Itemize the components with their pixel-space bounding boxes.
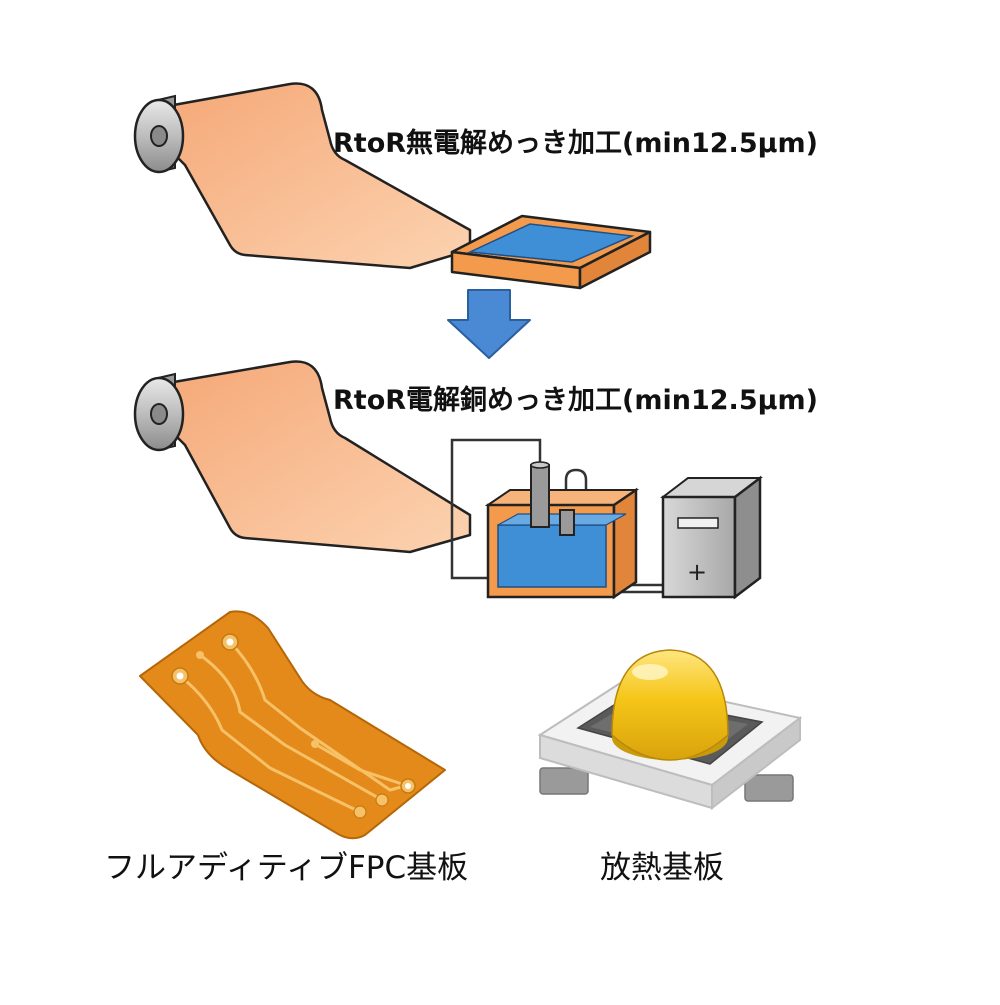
led-dome-icon [611, 649, 729, 761]
power-supply-plus-sign: + [687, 558, 707, 586]
down-arrow-icon [447, 289, 531, 359]
electroless-bath-icon [450, 214, 652, 290]
step-1-label: RtoR無電解めっき加工(min12.5μm) [333, 128, 818, 159]
copper-film-strip-1 [166, 82, 472, 270]
power-supply-icon: + [660, 475, 763, 600]
electrolytic-tank-icon [484, 487, 640, 600]
fpc-pads [171, 633, 416, 819]
product-fpc-label: フルアディティブFPC基板 [104, 850, 469, 886]
fpc-board-illustration [139, 610, 446, 840]
film-roll-icon-2 [133, 372, 185, 452]
film-roll-icon-1 [133, 94, 185, 174]
anode-electrode-icon [530, 461, 550, 528]
heat-dissipation-board-illustration [537, 649, 803, 811]
step-2-label: RtoR電解銅めっき加工(min12.5μm) [333, 385, 818, 416]
copper-film-strip-2 [166, 360, 472, 554]
electrolytic-plating-illustration: + [133, 360, 763, 600]
product-heat-board-label: 放熱基板 [600, 850, 724, 886]
led-lead-left [539, 767, 589, 795]
led-lead-right [744, 774, 794, 802]
electroless-plating-illustration [133, 82, 652, 290]
cathode-electrode-icon [559, 509, 575, 536]
fpc-traces [178, 640, 410, 814]
